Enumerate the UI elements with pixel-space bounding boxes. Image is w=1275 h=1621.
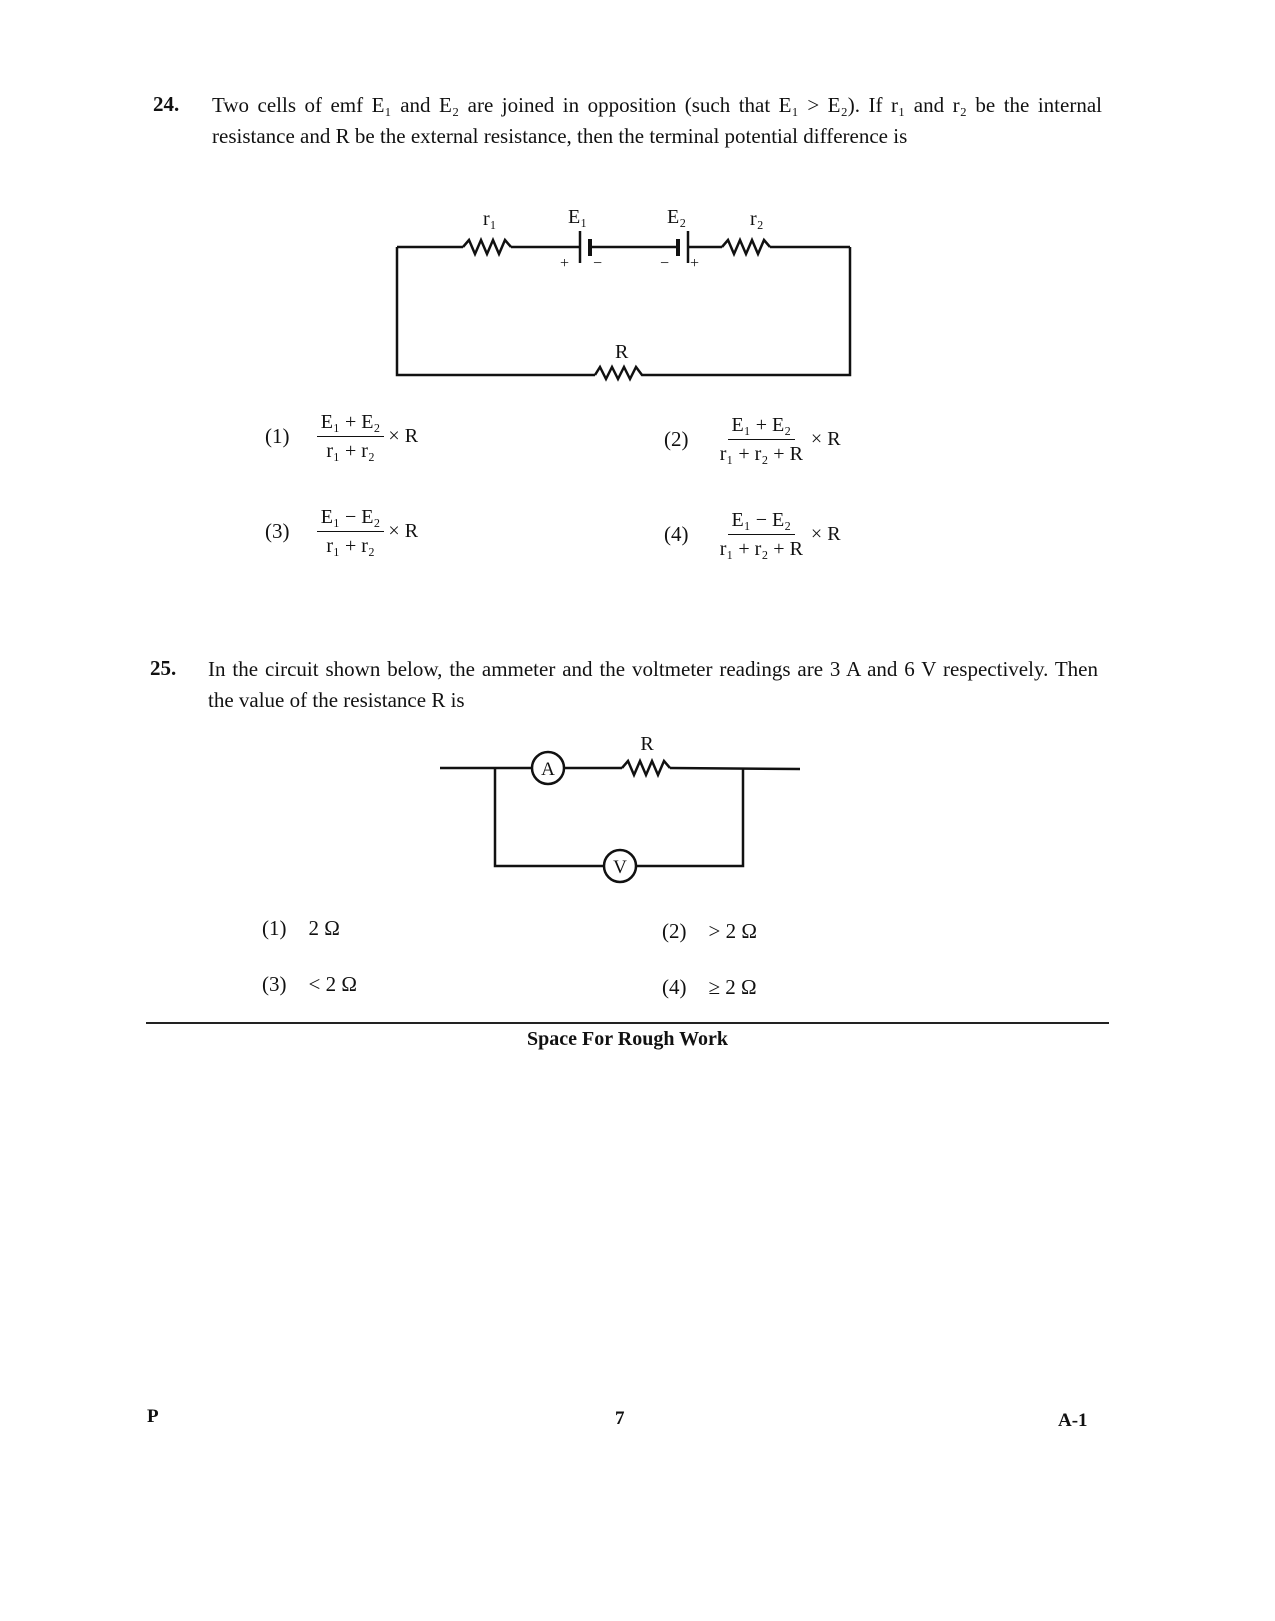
option-3[interactable]: (3) E₁ − E₂ r₁ + r₂ × R	[265, 505, 418, 558]
numerator: E₁ + E₂	[316, 410, 385, 437]
denominator: r₁ + r₂ + R	[719, 538, 803, 560]
option-1[interactable]: (1) 2 Ω	[262, 916, 340, 941]
option-label: (2)	[664, 427, 689, 451]
option-3[interactable]: (3) < 2 Ω	[262, 972, 357, 997]
option-value: < 2 Ω	[308, 972, 357, 996]
multiplier: × R	[810, 523, 841, 545]
option-label: (3)	[262, 972, 287, 996]
question-number: 24.	[153, 92, 180, 116]
question-text: Two cells of emf E₁ and E₂ are joined in…	[212, 93, 1102, 148]
option-label: (4)	[664, 522, 689, 546]
resistor-r1	[462, 236, 512, 258]
label-plus: +	[690, 255, 699, 272]
fraction: E₁ + E₂ r₁ + r₂ + R	[716, 413, 807, 466]
circuit-diagram-cells-opposition: r₁ E₁ E₂ r₂ + − − + R	[395, 206, 852, 382]
option-label: (1)	[265, 424, 290, 448]
option-value: > 2 Ω	[708, 919, 757, 943]
denominator: r₁ + r₂	[326, 535, 375, 557]
label-E2: E₂	[667, 206, 686, 228]
question-text: In the circuit shown below, the ammeter …	[208, 657, 1098, 712]
label-E1: E₁	[568, 206, 587, 228]
option-label: (1)	[262, 916, 287, 940]
voltmeter-label: V	[613, 857, 627, 878]
multiplier: × R	[388, 425, 419, 447]
wire	[648, 247, 852, 377]
label-r1: r₁	[483, 208, 497, 230]
denominator: r₁ + r₂	[326, 440, 375, 462]
ammeter-label: A	[541, 759, 555, 780]
option-4[interactable]: (4) ≥ 2 Ω	[662, 975, 757, 1000]
resistor-R	[593, 364, 648, 382]
option-value: ≥ 2 Ω	[708, 975, 757, 999]
question-number: 25.	[150, 656, 177, 680]
option-2[interactable]: (2) E₁ + E₂ r₁ + r₂ + R × R	[664, 413, 841, 466]
option-value: 2 Ω	[308, 916, 340, 940]
numerator: E₁ − E₂	[727, 508, 796, 535]
wire	[395, 247, 595, 377]
option-label: (3)	[265, 519, 290, 543]
option-1[interactable]: (1) E₁ + E₂ r₁ + r₂ × R	[265, 410, 418, 463]
footer-left: P	[147, 1406, 159, 1427]
label-R: R	[615, 341, 629, 363]
multiplier: × R	[810, 428, 841, 450]
page-number: 7	[615, 1408, 625, 1429]
label-r2: r₂	[750, 208, 764, 230]
rough-work-heading: Space For Rough Work	[527, 1028, 728, 1050]
label-R: R	[640, 733, 654, 755]
label-plus: +	[560, 255, 569, 272]
option-2[interactable]: (2) > 2 Ω	[662, 919, 757, 944]
fraction: E₁ − E₂ r₁ + r₂	[316, 505, 385, 558]
fraction: E₁ − E₂ r₁ + r₂ + R	[716, 508, 807, 561]
label-minus: −	[660, 255, 669, 272]
divider	[146, 1022, 1109, 1024]
resistor-r2	[721, 236, 771, 258]
resistor-R	[621, 757, 671, 779]
option-label: (4)	[662, 975, 687, 999]
label-minus: −	[593, 255, 602, 272]
fraction: E₁ + E₂ r₁ + r₂	[316, 410, 385, 463]
option-4[interactable]: (4) E₁ − E₂ r₁ + r₂ + R × R	[664, 508, 841, 561]
denominator: r₁ + r₂ + R	[719, 443, 803, 465]
multiplier: × R	[388, 520, 419, 542]
option-label: (2)	[662, 919, 687, 943]
numerator: E₁ + E₂	[727, 413, 796, 440]
footer-right: A-1	[1058, 1410, 1088, 1431]
numerator: E₁ − E₂	[316, 505, 385, 532]
circuit-diagram-ammeter-voltmeter: A V R	[440, 733, 801, 884]
